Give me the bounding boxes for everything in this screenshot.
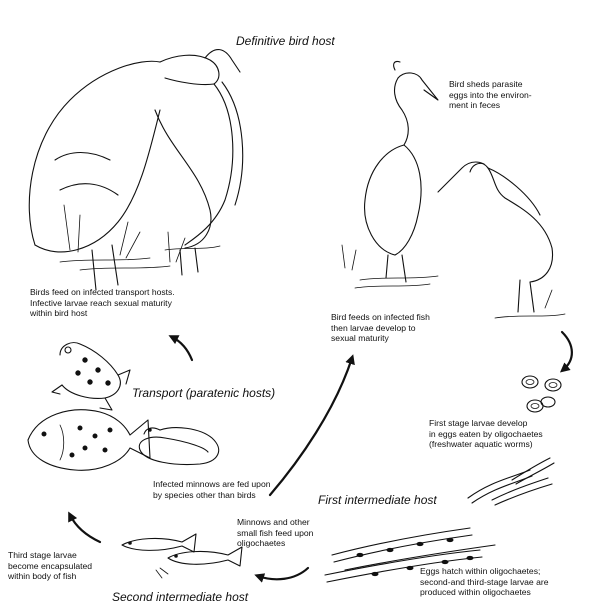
first-intermediate-title: First intermediate host bbox=[318, 493, 437, 507]
note-first-stage: First stage larvae develop in eggs eaten… bbox=[429, 418, 543, 450]
snake-illustration bbox=[139, 428, 218, 465]
egret-standing-illustration bbox=[342, 61, 438, 288]
egret-pair-illustration bbox=[29, 50, 242, 290]
oligochaete-worms-illustration bbox=[468, 458, 554, 505]
note-eggs-hatch: Eggs hatch within oligochaetes; second-a… bbox=[420, 566, 549, 598]
sunfish-illustration bbox=[28, 410, 150, 470]
definitive-host-title: Definitive bird host bbox=[236, 34, 335, 48]
arrow-to-fish bbox=[258, 568, 308, 579]
arrow-eggs-shed bbox=[562, 332, 572, 370]
arrow-to-bird-from-transport bbox=[172, 337, 192, 360]
note-minnows-fed: Infected minnows are fed upon by species… bbox=[153, 479, 271, 500]
minnows-illustration bbox=[122, 534, 242, 578]
second-intermediate-title: Second intermediate host bbox=[112, 590, 248, 604]
egret-stooping-illustration bbox=[438, 162, 565, 318]
note-sheds-eggs: Bird sheds parasite eggs into the enviro… bbox=[449, 79, 532, 111]
note-minnows-feed: Minnows and other small fish feed upon o… bbox=[237, 517, 313, 549]
arrow-to-transport bbox=[70, 515, 100, 542]
note-feeds-fish: Bird feeds on infected fish then larvae … bbox=[331, 312, 430, 344]
transport-host-title: Transport (paratenic hosts) bbox=[132, 386, 275, 400]
frog-illustration bbox=[52, 343, 130, 410]
note-third-stage: Third stage larvae become encapsulated w… bbox=[8, 550, 92, 582]
note-feeds-transport: Birds feed on infected transport hosts. … bbox=[30, 287, 175, 319]
parasite-eggs-illustration bbox=[522, 376, 561, 412]
arrow-fish-to-bird bbox=[270, 358, 352, 495]
